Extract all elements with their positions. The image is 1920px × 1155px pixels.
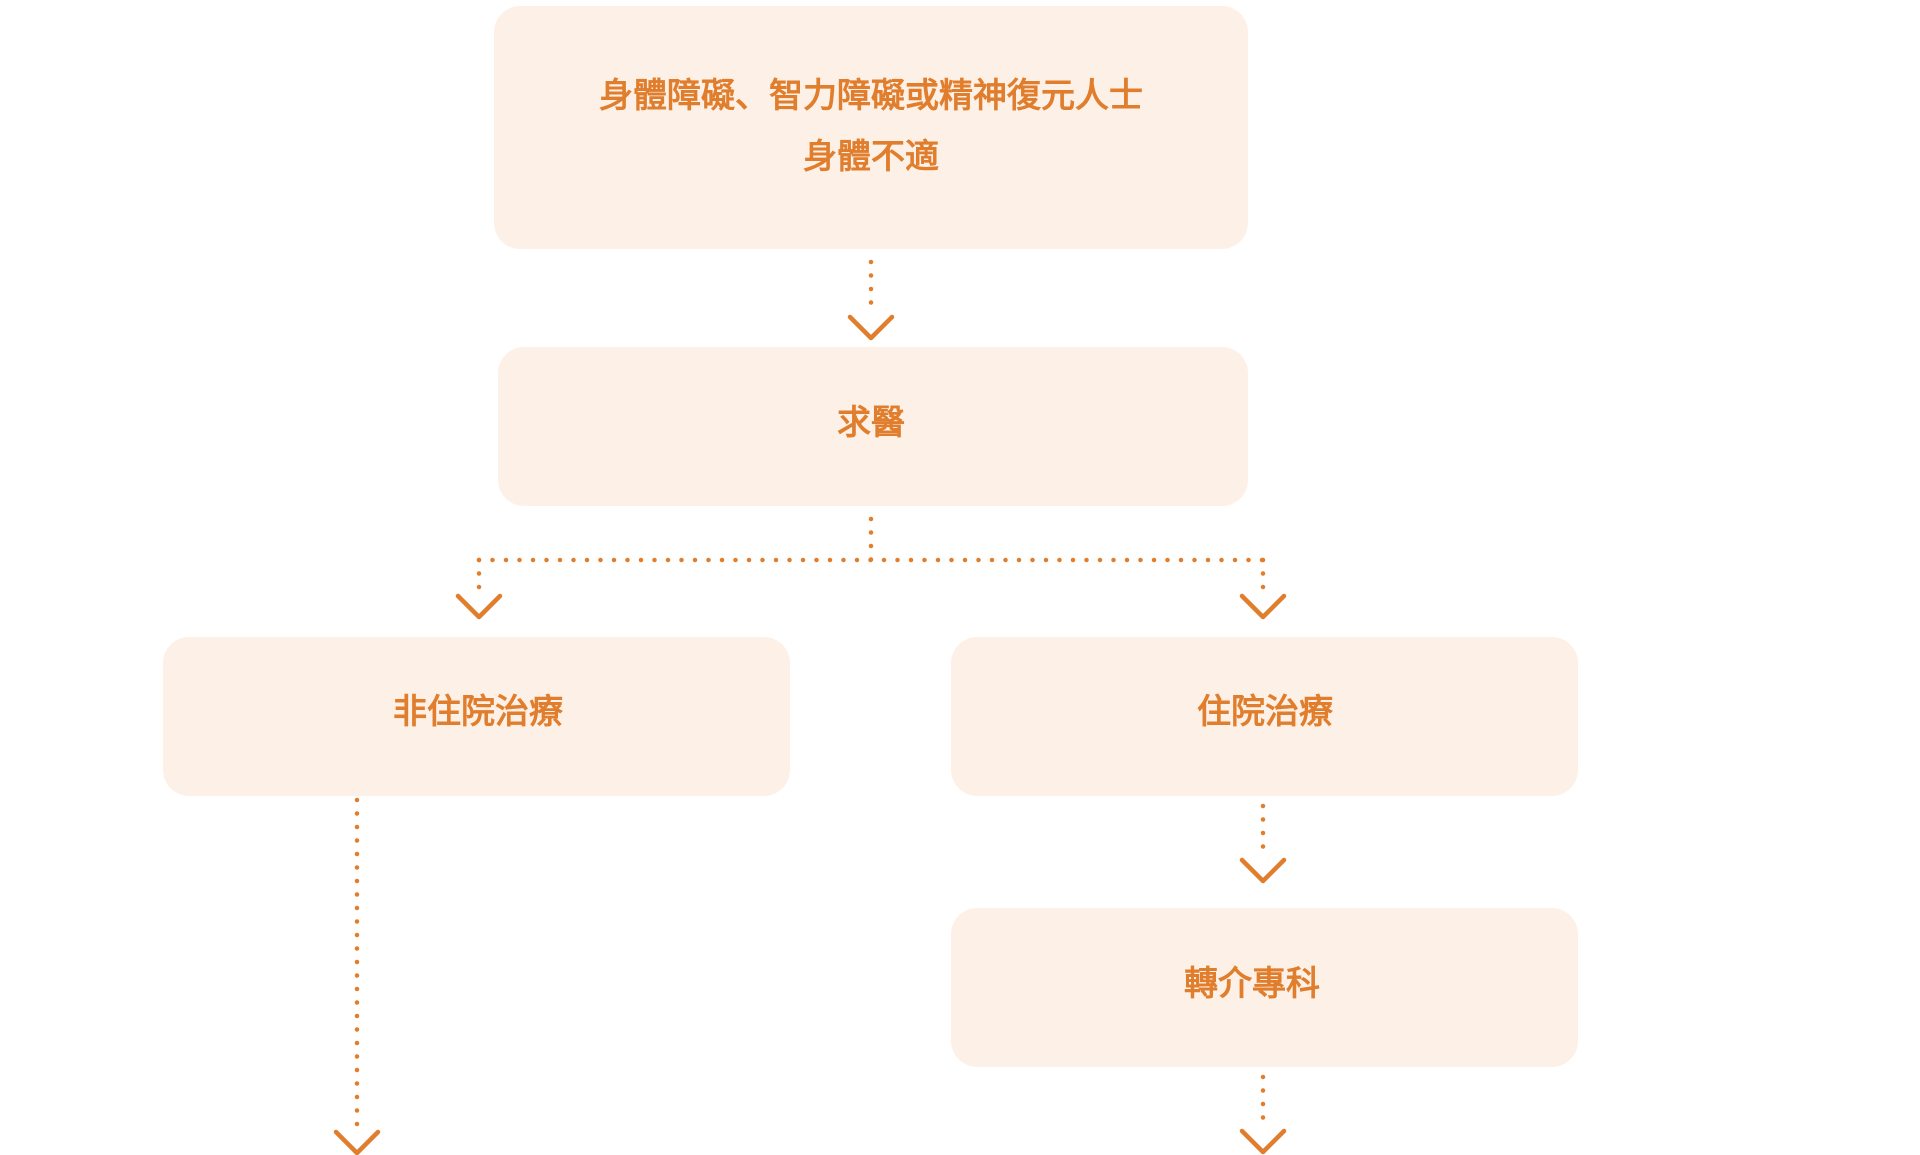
node-referral: 轉介專科 [951,908,1578,1067]
node-condition: 身體障礙、智力障礙或精神復元人士 身體不適 [494,6,1248,249]
node-condition-line2: 身體不適 [803,137,939,177]
node-referral-box [951,908,1578,1067]
node-outpatient: 非住院治療 [163,637,790,796]
node-inpatient: 住院治療 [951,637,1578,796]
node-condition-line1: 身體障礙、智力障礙或精神復元人士 [599,76,1143,116]
arrowhead-to-inpatient [1239,593,1287,620]
node-condition-box [494,6,1248,249]
node-inpatient-box [951,637,1578,796]
node-seek-medical: 求醫 [498,347,1248,506]
node-outpatient-label: 非住院治療 [393,692,564,732]
arrowhead-to-referral [1239,857,1287,884]
arrowhead-referral-next [1239,1128,1287,1155]
arrowhead-to-seek-medical [847,314,895,341]
node-outpatient-box [163,637,790,796]
node-referral-label: 轉介專科 [1184,964,1320,1004]
arrowhead-outpatient-next [333,1129,381,1155]
arrowhead-to-outpatient [455,593,503,620]
node-seek-medical-label: 求醫 [837,403,905,443]
node-inpatient-label: 住院治療 [1197,692,1334,732]
node-seek-medical-box [498,347,1248,506]
